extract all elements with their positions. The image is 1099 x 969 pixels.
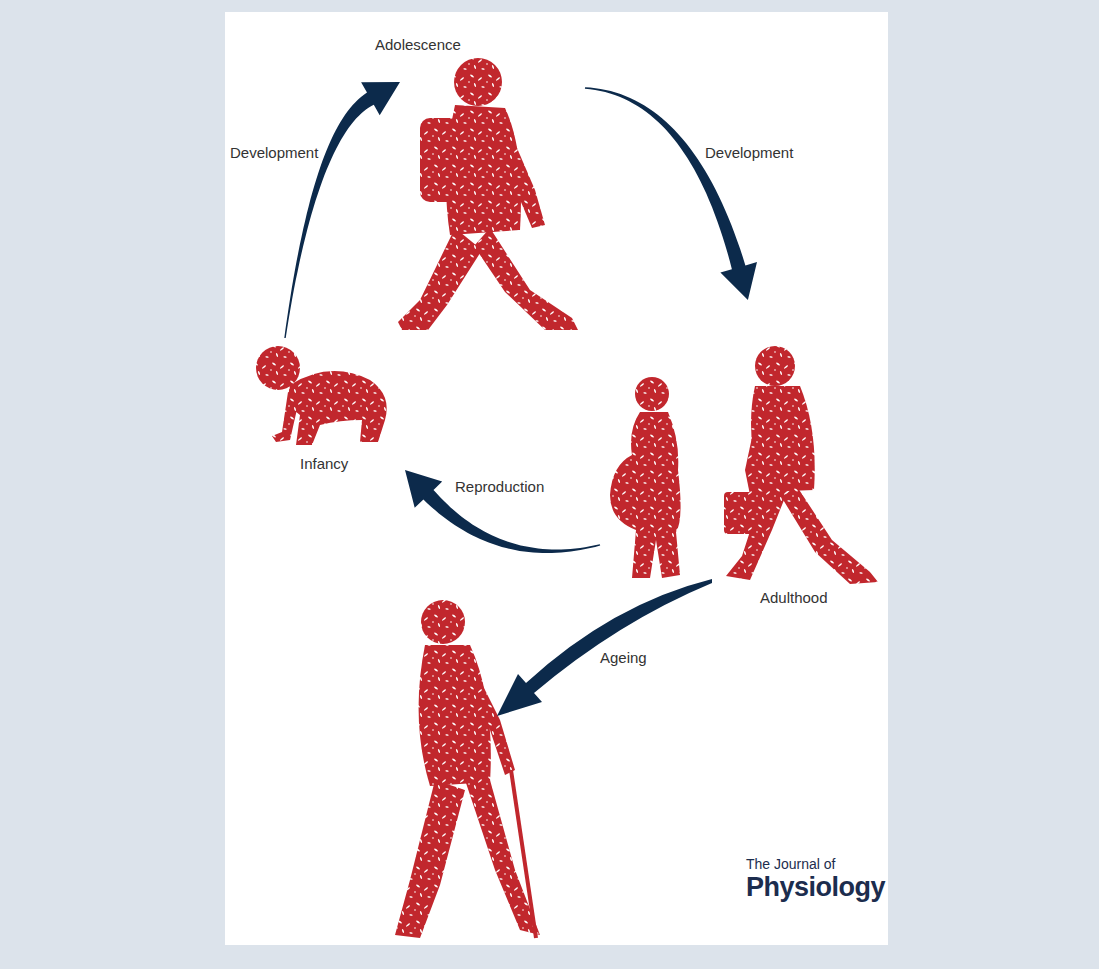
logo-text: The Journal of [746, 856, 885, 872]
life-stage: Infancy [255, 338, 405, 480]
curved-arrow [405, 470, 600, 553]
stage-label: Infancy [300, 454, 348, 473]
stage-label: Adulthood [760, 588, 828, 607]
curved-arrow [585, 87, 757, 300]
journal-logo: The Journal ofPhysiology [746, 856, 885, 902]
arrow-body [405, 470, 600, 553]
logo-text: Physiology [746, 872, 885, 902]
ageing-label: Ageing [600, 648, 647, 667]
adult-figure [724, 346, 878, 584]
ageing-arrow [497, 579, 712, 716]
pregnant-figure [610, 377, 681, 578]
life-stage: Adolescence [400, 62, 585, 332]
adolescent-figure [398, 58, 578, 330]
arrow-body [585, 87, 757, 300]
infant-figure [256, 346, 387, 445]
stage-label: Adolescence [375, 35, 461, 54]
curved-arrow [284, 82, 400, 338]
arrow-label: Reproduction [455, 477, 544, 496]
elderly-figure [395, 600, 540, 938]
life-stage: Adulthood [600, 300, 885, 612]
arrow-label: Development [705, 143, 793, 162]
arrow-label: Development [230, 143, 318, 162]
arrow-body [284, 82, 400, 338]
